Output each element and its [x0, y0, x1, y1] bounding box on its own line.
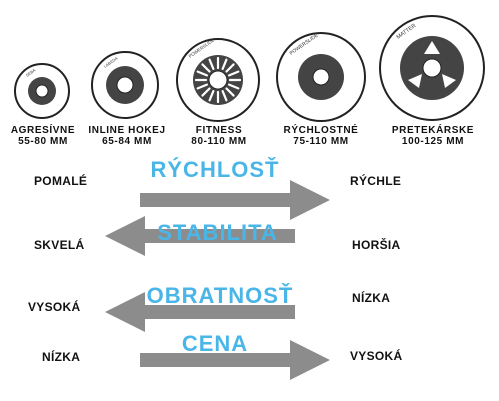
wheel-rychlostne: POWERSLIDE [276, 32, 366, 122]
arrow-left-icon [105, 292, 295, 332]
scale-right-cena: VYSOKÁ [350, 349, 403, 363]
wheel-spoke [221, 58, 228, 71]
scale-title-stabilita: STABILITA [157, 220, 278, 245]
scale-right-rychlost: RÝCHLE [350, 174, 402, 188]
wheel-label-rychlostne: RÝCHLOSTNÉ 75-110 MM [272, 125, 370, 147]
scale-left-obratnost: VYSOKÁ [28, 300, 81, 314]
wheel-label-fitness: FITNESS 80-110 MM [176, 125, 262, 147]
arrow-right-icon [140, 340, 330, 380]
wheel-size: 80-110 MM [191, 136, 247, 147]
wheel-label-agresivne: AGRESÍVNE 55-80 MM [2, 125, 84, 147]
wheel-spoke [196, 70, 209, 77]
wheel-name: FITNESS [195, 125, 243, 136]
wheel-spoke [221, 89, 228, 102]
wheel-spoke [227, 70, 240, 77]
arrow-left-icon [105, 216, 295, 256]
wheel-size: 55-80 MM [18, 136, 68, 147]
wheel-spoke [225, 63, 235, 73]
scale-left-cena: NÍZKA [42, 350, 81, 364]
wheel-size: 65-84 MM [102, 136, 152, 147]
wheel-label-pretekarske: PRETEKÁRSKE 100-125 MM [378, 125, 488, 147]
wheel-agresivne: SEBA [14, 63, 70, 119]
scale-right-obratnost: NÍZKA [352, 291, 391, 305]
wheel-spoke [208, 89, 215, 102]
wheel-size: 100-125 MM [401, 136, 465, 147]
wheel-name: AGRESÍVNE [10, 125, 76, 136]
scale-left-rychlost: POMALÉ [34, 174, 88, 188]
wheel-fitness: POWERSLIDE [176, 38, 260, 122]
wheel-label-inline-hokej: INLINE HOKEJ 65-84 MM [84, 125, 170, 147]
wheel-spoke [196, 83, 209, 90]
wheel-inline-hokej: LABEDA [91, 51, 159, 119]
wheel-pretekarske: MATTER [379, 15, 485, 121]
scale-title-cena: CENA [181, 331, 249, 356]
wheel-spoke [208, 58, 215, 71]
wheel-size: 75-110 MM [293, 136, 349, 147]
wheel-spoke [201, 87, 211, 97]
arrow-group [105, 180, 330, 380]
wheel-brand-text: SEBA [25, 67, 37, 77]
scale-title-obratnost: OBRATNOSŤ [146, 283, 294, 308]
wheel-spoke [225, 87, 235, 97]
wheel-name: PRETEKÁRSKE [391, 125, 475, 136]
scale-left-stabilita: SKVELÁ [34, 238, 85, 252]
scale-right-stabilita: HORŠIA [352, 238, 401, 252]
wheel-spoke [227, 83, 240, 90]
wheel-spoke [201, 63, 211, 73]
wheel-name: RÝCHLOSTNÉ [283, 125, 359, 136]
scale-title-rychlost: RÝCHLOSŤ [150, 157, 280, 182]
wheel-name: INLINE HOKEJ [88, 125, 166, 136]
arrow-right-icon [140, 180, 330, 220]
